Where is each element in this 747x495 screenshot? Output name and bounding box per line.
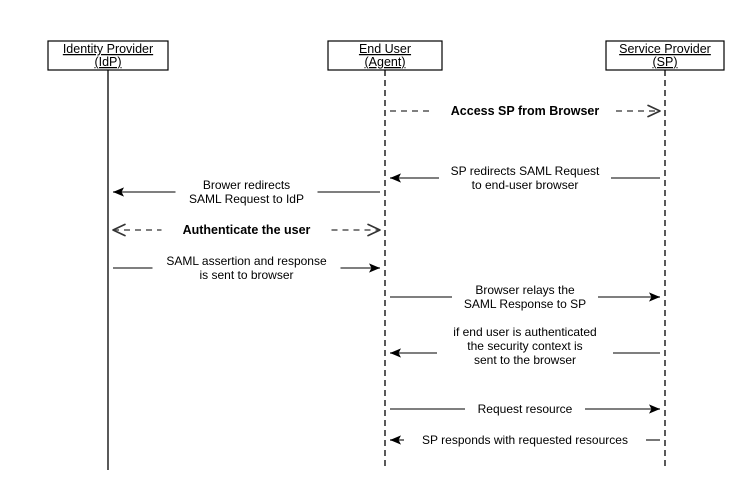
arrowhead-left-authenticate-the-user (112, 223, 126, 237)
message-label-sp-responds-with-requested-resources-line1: SP responds with requested resources (422, 433, 628, 447)
message-label-security-context-sent-to-browser-line2: the security context is (467, 339, 582, 353)
message-label-request-resource-line1: Request resource (478, 402, 573, 416)
actor-label-line1-service-provider: Service Provider (619, 42, 711, 56)
message-label-access-sp-from-browser-line1: Access SP from Browser (451, 104, 600, 118)
message-sp-responds-with-requested-resources[interactable]: SP responds with requested resources (390, 433, 660, 447)
actor-box-service-provider[interactable]: Service Provider(SP) (605, 40, 725, 71)
message-label-sp-redirects-saml-request-line1: SP redirects SAML Request (451, 164, 600, 178)
arrowhead-access-sp-from-browser (647, 104, 661, 118)
arrowhead-sp-responds-with-requested-resources (390, 435, 401, 445)
message-label-saml-assertion-and-response-line2: is sent to browser (199, 268, 293, 282)
actor-box-rect-idp (47, 40, 169, 71)
message-label-security-context-sent-to-browser-line1: if end user is authenticated (453, 325, 596, 339)
actor-label-line2-service-provider: (SP) (653, 55, 678, 69)
actor-box-idp[interactable]: Identity Provider(IdP) (47, 40, 169, 71)
message-label-browser-relays-saml-response-line1: Browser relays the (475, 283, 575, 297)
arrowhead-browser-relays-saml-response (649, 292, 660, 302)
message-request-resource[interactable]: Request resource (390, 402, 660, 416)
arrowhead-right-authenticate-the-user (367, 223, 381, 237)
message-label-security-context-sent-to-browser-line3: sent to the browser (474, 353, 576, 367)
actor-label-line1-idp: Identity Provider (63, 42, 153, 56)
message-label-browser-redirects-saml-request-to-idp-line1: Brower redirects (203, 178, 290, 192)
actor-box-end-user[interactable]: End User(Agent) (327, 40, 443, 71)
arrowhead-request-resource (649, 404, 660, 414)
message-label-saml-assertion-and-response-line1: SAML assertion and response (166, 254, 327, 268)
message-label-authenticate-the-user-line1: Authenticate the user (183, 223, 311, 237)
actors-layer: Identity Provider(IdP) End User(Agent) Ser… (47, 40, 725, 71)
actor-label-line2-end-user: (Agent) (365, 55, 406, 69)
arrowhead-security-context-sent-to-browser (390, 348, 401, 358)
messages-layer: Access SP from Browser SP redirects SAML … (112, 104, 661, 447)
message-authenticate-the-user[interactable]: Authenticate the user (112, 223, 381, 237)
message-label-browser-relays-saml-response-line2: SAML Response to SP (464, 297, 586, 311)
lifelines-layer (107, 70, 666, 470)
arrowhead-browser-redirects-saml-request-to-idp (113, 187, 124, 197)
arrowhead-saml-assertion-and-response (369, 263, 380, 273)
arrowhead-sp-redirects-saml-request (390, 173, 401, 183)
actor-label-line1-end-user: End User (359, 42, 411, 56)
actor-box-rect-service-provider (605, 40, 725, 71)
actor-box-rect-end-user (327, 40, 443, 71)
message-label-browser-redirects-saml-request-to-idp-line2: SAML Request to IdP (189, 192, 304, 206)
message-label-sp-redirects-saml-request-line2: to end-user browser (472, 178, 579, 192)
actor-label-line2-idp: (IdP) (94, 55, 121, 69)
message-access-sp-from-browser[interactable]: Access SP from Browser (390, 104, 661, 118)
